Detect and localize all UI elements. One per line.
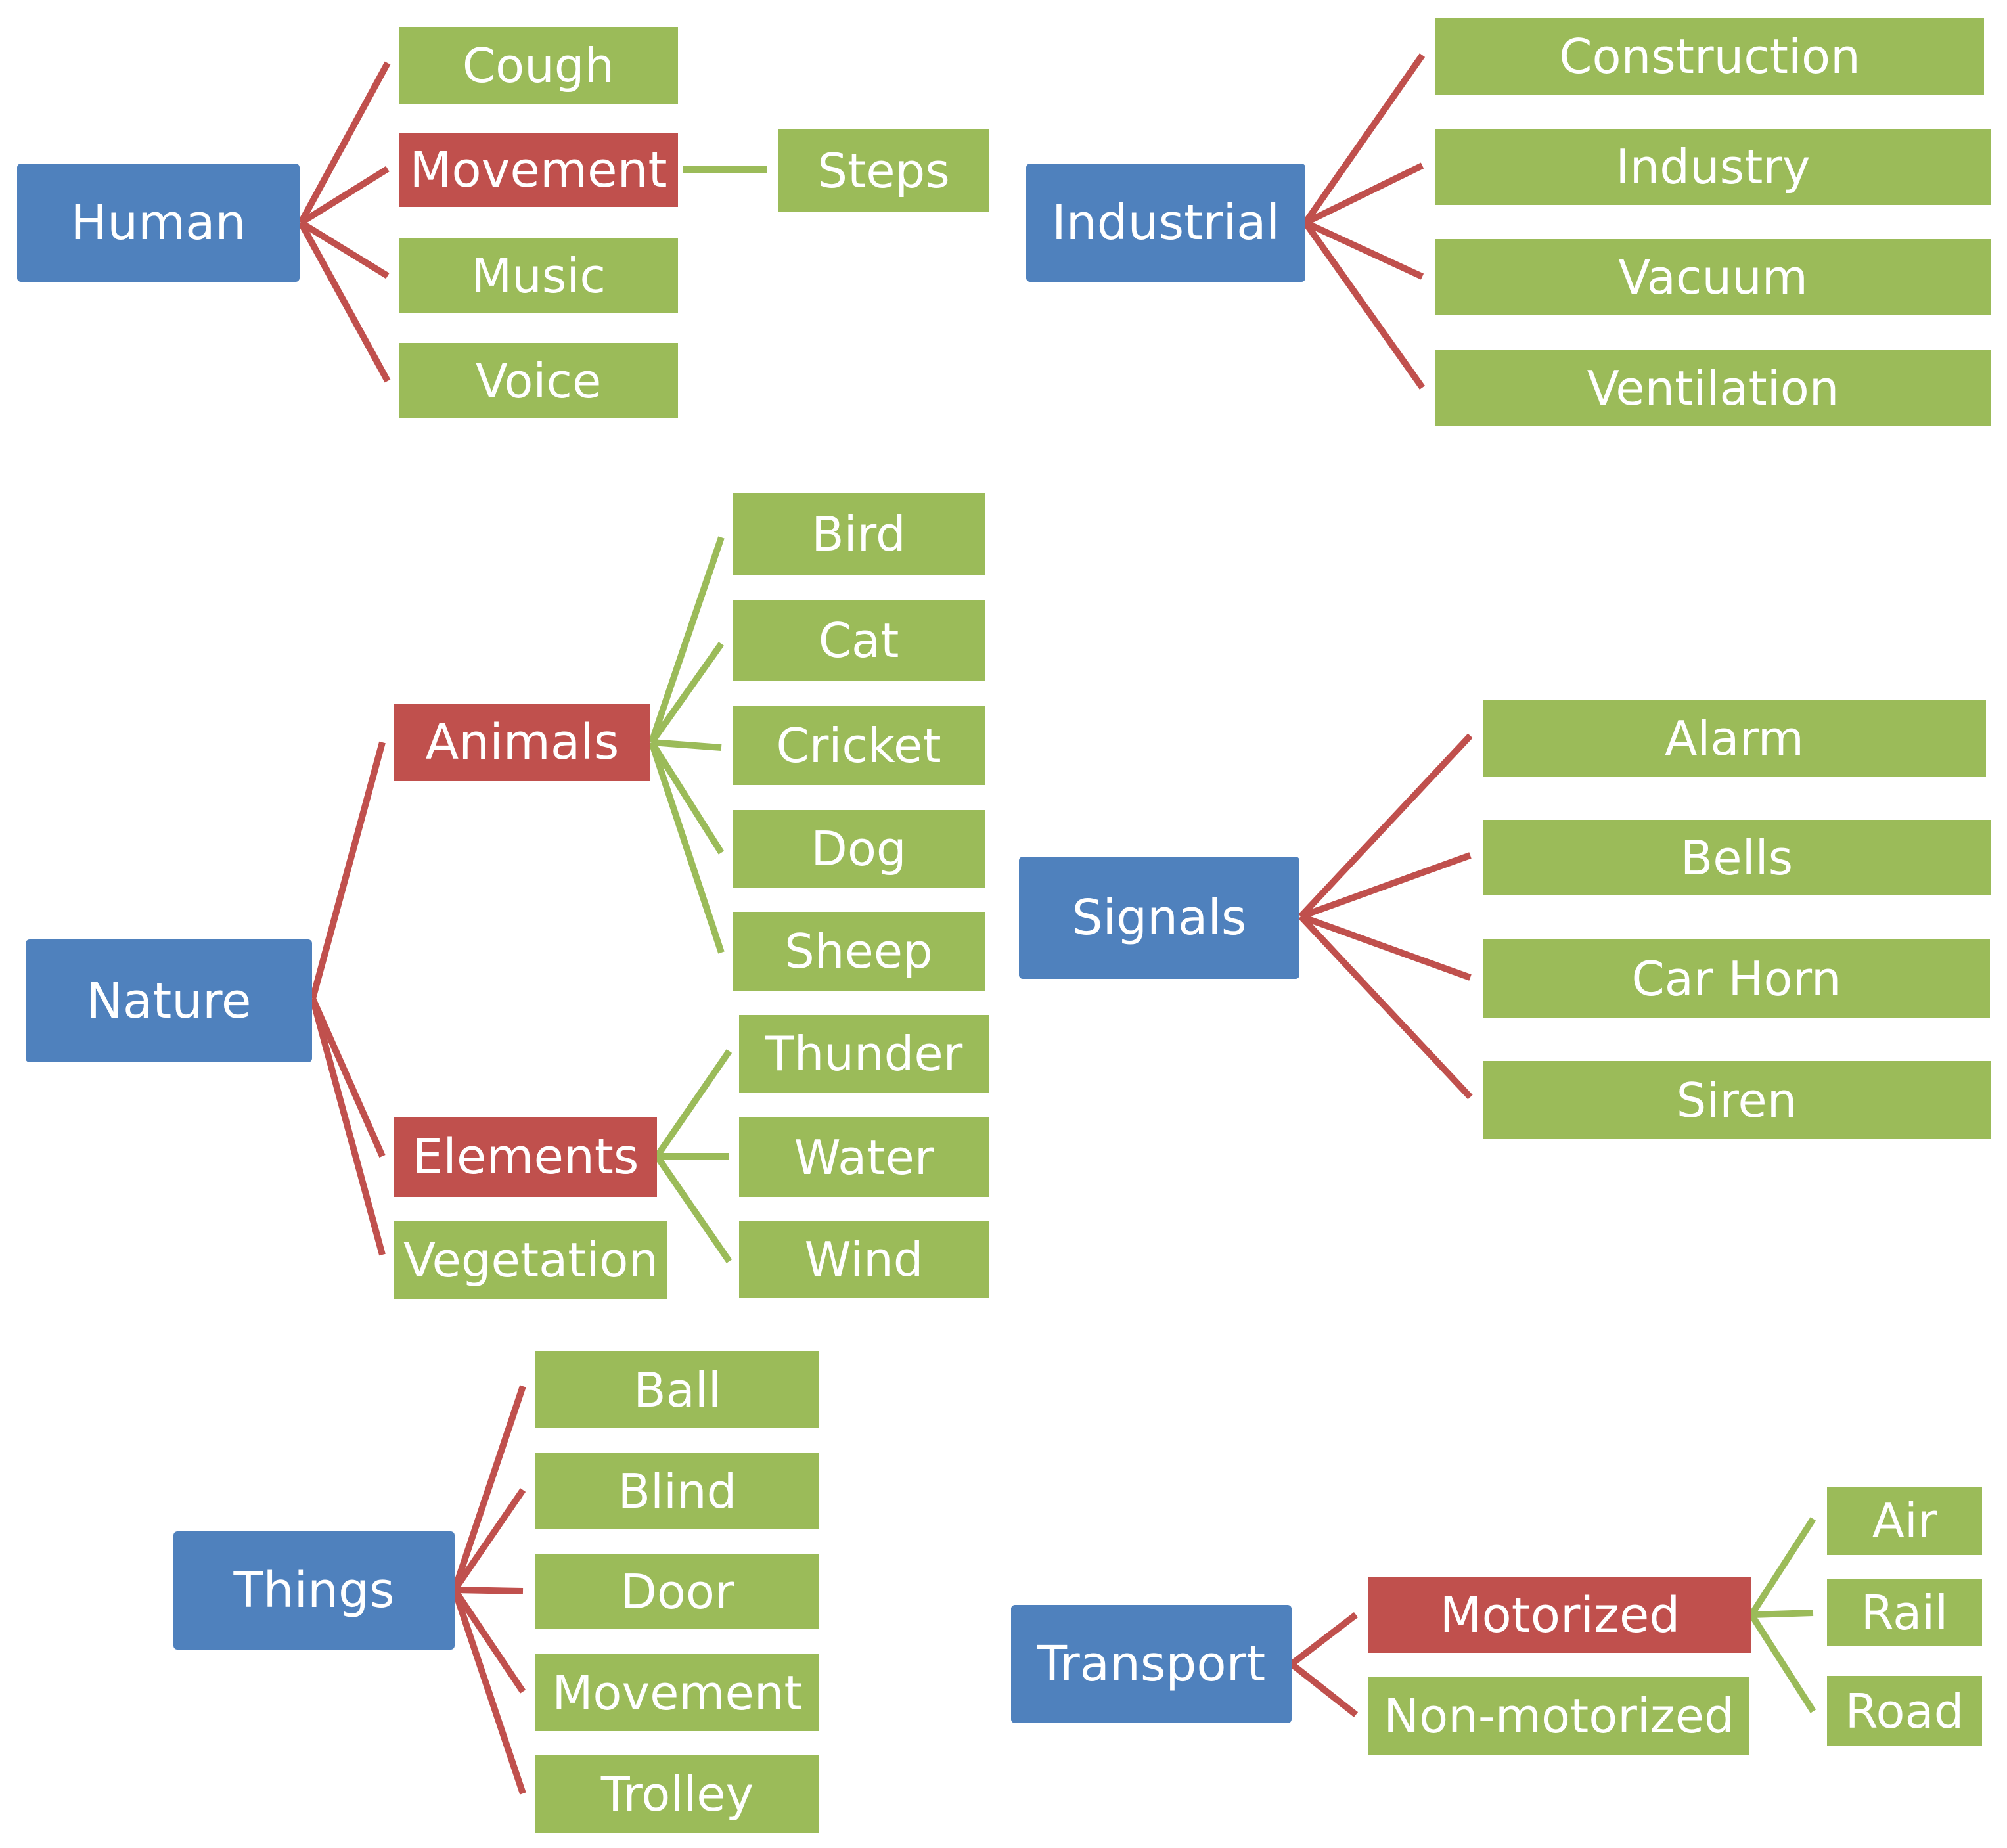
- connector-animals-bird: [648, 536, 725, 744]
- node-bird: Bird: [733, 493, 985, 575]
- connector-human-movement: [299, 166, 390, 226]
- node-ball: Ball: [535, 1351, 819, 1428]
- connector-human-voice: [298, 221, 391, 383]
- node-nature: Nature: [26, 939, 312, 1062]
- connector-things-ball: [451, 1385, 526, 1591]
- node-bells: Bells: [1483, 820, 1991, 895]
- connector-nature-animals: [309, 741, 386, 1000]
- connector-motorized-air: [1748, 1517, 1816, 1617]
- connector-animals-cat: [648, 642, 725, 744]
- node-motorized: Motorized: [1368, 1577, 1751, 1653]
- node-thunder: Thunder: [739, 1015, 989, 1093]
- connector-motorized-road: [1748, 1613, 1816, 1713]
- node-blind: Blind: [535, 1453, 819, 1529]
- connector-signals-alarm: [1298, 733, 1473, 919]
- connector-signals-siren: [1298, 914, 1473, 1100]
- connector-industrial-construction: [1302, 53, 1426, 225]
- node-movement: Movement: [399, 133, 678, 207]
- node-voice: Voice: [399, 343, 678, 418]
- connector-animals-dog: [648, 740, 725, 855]
- node-transport: Transport: [1011, 1605, 1292, 1723]
- node-music: Music: [399, 238, 678, 313]
- node-dog: Dog: [733, 810, 985, 888]
- node-door: Door: [535, 1554, 819, 1629]
- node-vegetation: Vegetation: [394, 1221, 667, 1299]
- connector-transport-non-motorized: [1289, 1661, 1359, 1717]
- node-car-horn: Car Horn: [1483, 939, 1990, 1018]
- node-vacuum: Vacuum: [1435, 239, 1991, 315]
- connector-elements-thunder: [654, 1049, 733, 1158]
- node-wind: Wind: [739, 1221, 989, 1298]
- node-things: Things: [173, 1531, 455, 1650]
- node-alarm: Alarm: [1483, 700, 1986, 777]
- connector-things-blind: [451, 1488, 526, 1592]
- node-cricket: Cricket: [733, 706, 985, 785]
- node-cough: Cough: [399, 27, 678, 104]
- connector-animals-sheep: [648, 741, 725, 954]
- connector-industrial-vacuum: [1303, 219, 1424, 280]
- node-rail: Rail: [1827, 1579, 1982, 1646]
- connector-things-door: [454, 1587, 524, 1594]
- node-ventilation: Ventilation: [1435, 350, 1991, 426]
- node-trolley: Trolley: [535, 1755, 819, 1833]
- connector-things-movement: [451, 1588, 526, 1694]
- connector-industrial-industry: [1303, 162, 1424, 226]
- connector-human-cough: [298, 61, 391, 225]
- node-sheep: Sheep: [733, 912, 985, 991]
- connector-elements-wind: [654, 1154, 733, 1263]
- connector-animals-cricket: [651, 739, 722, 751]
- connector-motorized-rail: [1751, 1610, 1814, 1618]
- connector-signals-car-horn: [1299, 913, 1472, 981]
- node-road: Road: [1827, 1676, 1982, 1746]
- connector-human-music: [299, 219, 390, 279]
- node-steps: Steps: [778, 129, 989, 212]
- node-industrial: Industrial: [1026, 164, 1305, 282]
- connector-things-trolley: [451, 1589, 526, 1795]
- node-elements: Elements: [394, 1117, 657, 1197]
- node-cat: Cat: [733, 600, 985, 681]
- node-human: Human: [17, 164, 300, 282]
- node-industry: Industry: [1435, 129, 1991, 205]
- node-things-movement: Movement: [535, 1654, 819, 1731]
- connector-signals-bells: [1299, 852, 1472, 920]
- node-non-motorized: Non-motorized: [1368, 1677, 1749, 1755]
- node-animals: Animals: [394, 704, 650, 781]
- connector-nature-elements: [309, 997, 386, 1158]
- connector-transport-motorized: [1289, 1612, 1359, 1667]
- node-signals: Signals: [1019, 857, 1299, 979]
- node-siren: Siren: [1483, 1061, 1991, 1139]
- node-air: Air: [1827, 1487, 1982, 1555]
- connector-industrial-ventilation: [1302, 221, 1426, 390]
- node-water: Water: [739, 1117, 989, 1197]
- connector-nature-vegetation: [309, 997, 386, 1256]
- node-construction: Construction: [1435, 18, 1984, 95]
